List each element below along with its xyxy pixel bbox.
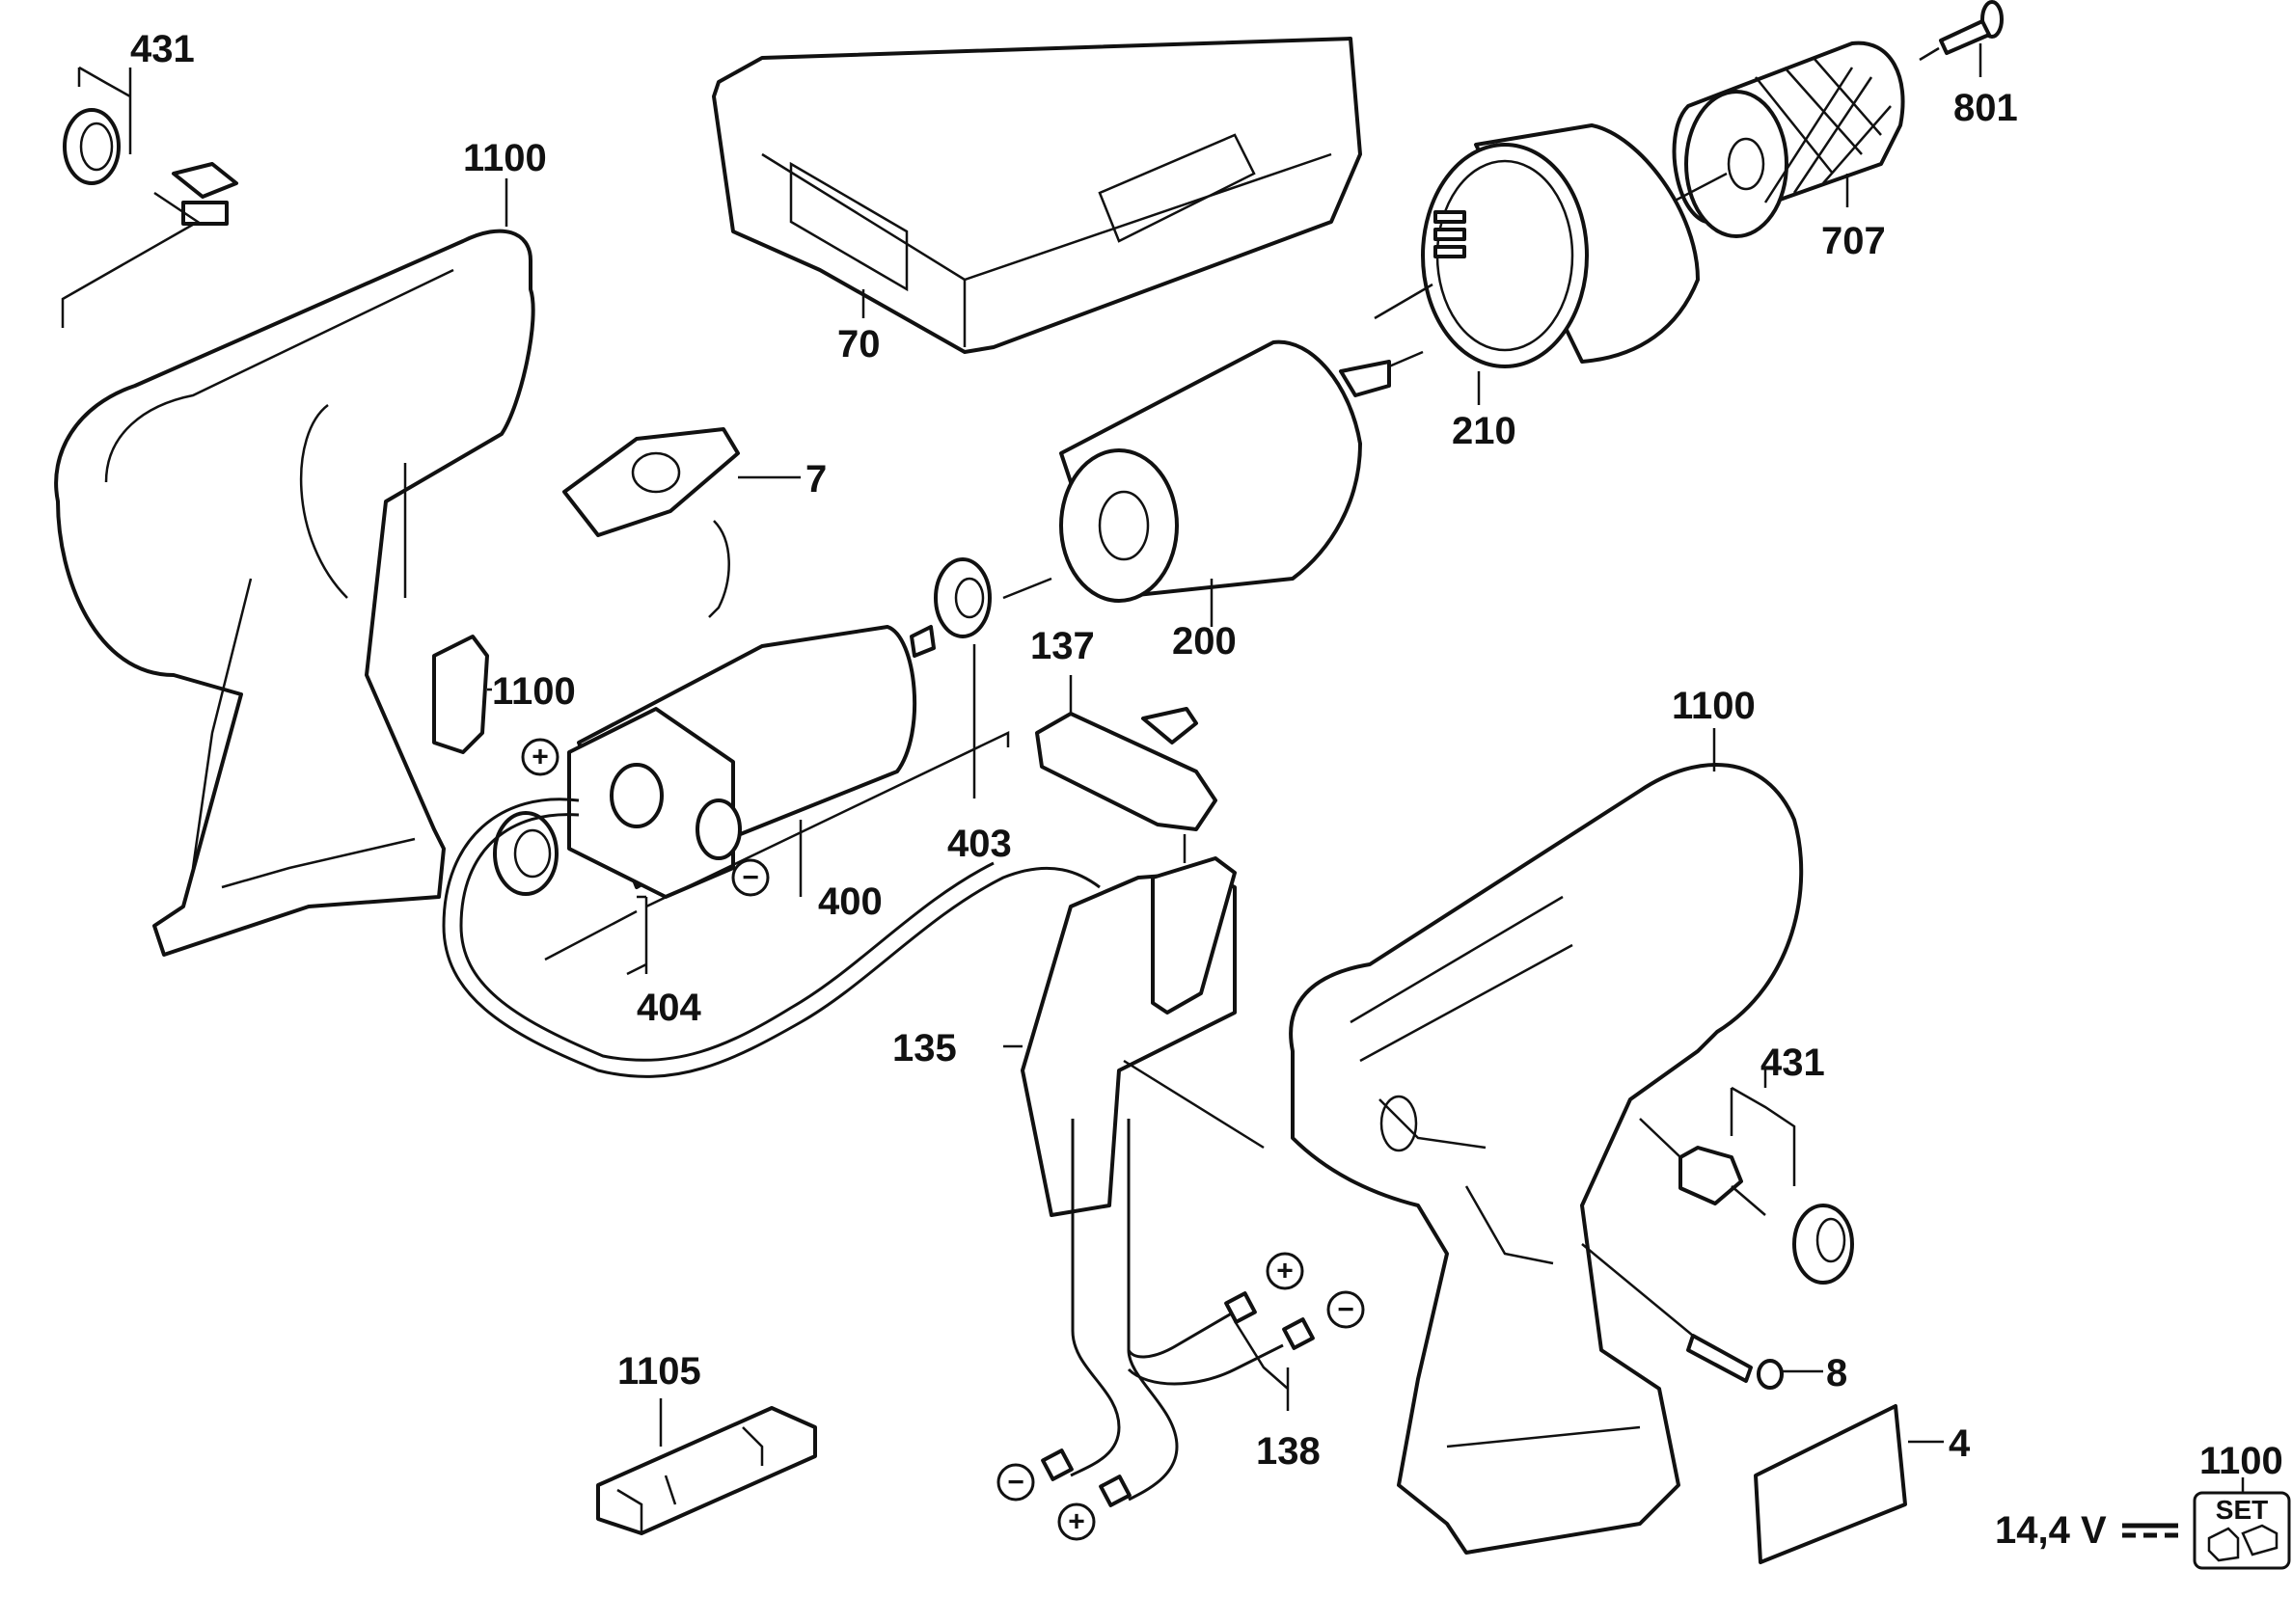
label-8: 8 xyxy=(1826,1352,1847,1394)
svg-text:+: + xyxy=(532,742,549,773)
screw-8 xyxy=(1581,1243,1823,1390)
label-1100-right-housing: 1100 xyxy=(1672,685,1756,727)
keyless-chuck xyxy=(1615,41,1905,238)
label-138: 138 xyxy=(1256,1430,1321,1473)
svg-text:SET: SET xyxy=(2216,1495,2268,1525)
label-431-right: 431 xyxy=(1760,1042,1825,1084)
motor xyxy=(567,625,1010,908)
housing-half-left xyxy=(54,178,535,957)
set-badge-icon: SET xyxy=(2193,1491,2291,1570)
label-1105: 1105 xyxy=(617,1350,701,1393)
trigger-switch xyxy=(1003,856,1265,1217)
direction-switch xyxy=(1035,675,1217,863)
carrying-case xyxy=(712,37,1362,354)
polarity-minus-harness-bottom: − xyxy=(996,1463,1035,1502)
label-403: 403 xyxy=(947,823,1012,865)
label-4: 4 xyxy=(1949,1422,1971,1465)
switch-module xyxy=(562,427,801,618)
svg-text:+: + xyxy=(1068,1506,1085,1538)
housing-half-right xyxy=(1289,728,1804,1555)
svg-text:−: − xyxy=(1337,1294,1354,1326)
housing-clip xyxy=(432,635,492,754)
polarity-plus-harness-top: + xyxy=(1266,1252,1304,1290)
polarity-plus-motor: + xyxy=(521,738,559,776)
polarity-plus-harness-bottom: + xyxy=(1057,1502,1096,1541)
voltage-label: 14,4 V xyxy=(1995,1509,2107,1552)
label-1100-clip: 1100 xyxy=(492,670,576,713)
label-7: 7 xyxy=(805,458,827,501)
label-1100-set: 1100 xyxy=(2199,1440,2283,1482)
label-707: 707 xyxy=(1821,220,1886,262)
motor-wire-loop xyxy=(442,798,1101,1078)
bearing-ring-404 xyxy=(493,811,648,976)
label-801: 801 xyxy=(1953,87,2018,129)
svg-text:−: − xyxy=(742,862,759,894)
svg-text:+: + xyxy=(1276,1256,1294,1287)
carbon-brush-set-right xyxy=(1639,1069,1854,1285)
label-431-left: 431 xyxy=(130,28,195,70)
gearbox-cover xyxy=(1374,123,1700,405)
label-70: 70 xyxy=(837,323,881,365)
label-210: 210 xyxy=(1452,410,1516,452)
polarity-minus-motor: − xyxy=(731,858,770,897)
chuck-screw xyxy=(1919,0,2004,77)
wire-harness xyxy=(1041,1119,1315,1507)
rating-label xyxy=(1754,1404,1944,1564)
label-400: 400 xyxy=(818,880,883,923)
battery-terminal-block xyxy=(596,1398,817,1535)
polarity-minus-harness-top: − xyxy=(1326,1290,1365,1329)
label-135: 135 xyxy=(892,1027,957,1069)
carbon-brush-set-left xyxy=(61,66,238,328)
label-137: 137 xyxy=(1030,625,1095,667)
motor-wire-loop-inner xyxy=(459,813,995,1062)
gearbox xyxy=(1059,339,1424,627)
label-404: 404 xyxy=(637,987,701,1029)
svg-text:−: − xyxy=(1007,1467,1024,1499)
dc-symbol-icon xyxy=(2122,1523,2178,1538)
bearing-ring-403 xyxy=(934,557,1052,798)
label-1100-left-housing: 1100 xyxy=(463,137,547,179)
label-200: 200 xyxy=(1172,620,1237,663)
